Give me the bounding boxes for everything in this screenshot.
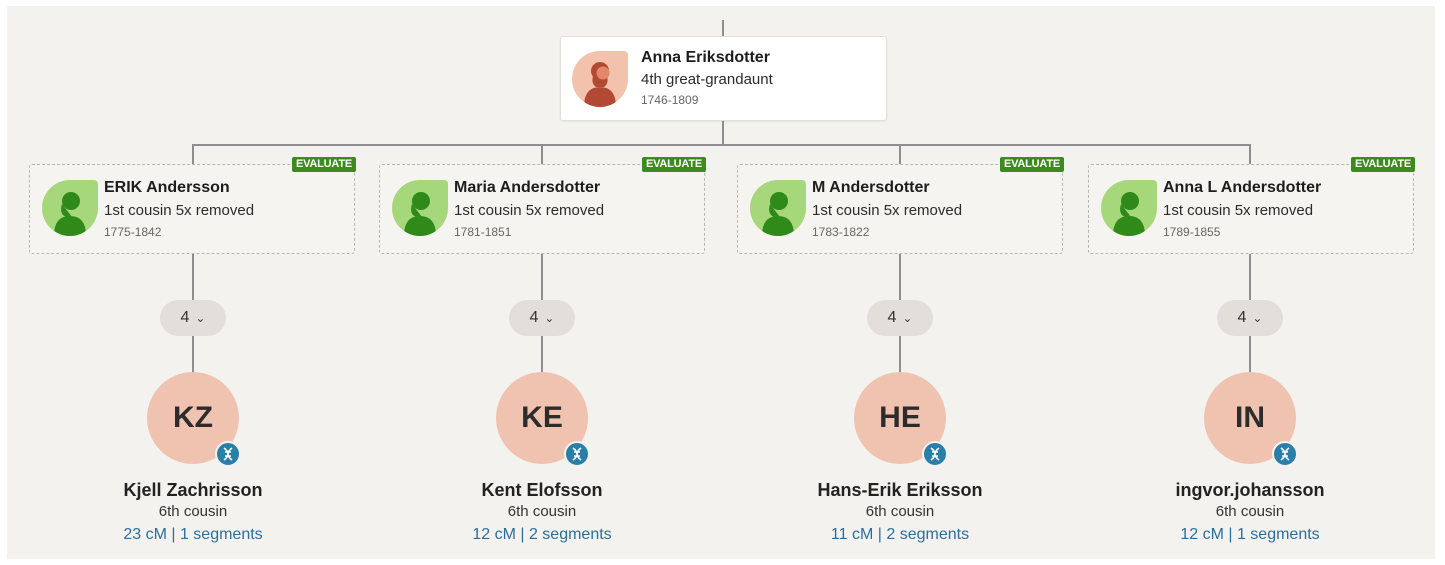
person-card-4[interactable]: Anna L Andersdotter 1st cousin 5x remove… (1088, 157, 1415, 254)
root-person-relationship: 4th great-grandaunt (641, 71, 773, 88)
shared-dna-link-2[interactable]: 12 cM | 2 segments (472, 526, 612, 543)
connector-drop-3 (899, 144, 901, 164)
dna-match-icon (564, 441, 590, 467)
shared-dna-link-4[interactable]: 12 cM | 1 segments (1180, 526, 1320, 543)
match-initials: KE (521, 401, 563, 434)
root-person-years: 1746-1809 (641, 93, 699, 107)
connector-root-down (722, 121, 724, 145)
person-name: Maria Andersdotter (454, 179, 601, 196)
descendant-count: 4 (1237, 309, 1247, 326)
chevron-down-icon: ⌄ (1252, 311, 1263, 325)
person-relationship: 1st cousin 5x removed (812, 202, 963, 219)
connector-drop-2 (541, 144, 543, 164)
descendant-count: 4 (887, 309, 897, 326)
match-relationship-1: 6th cousin (158, 503, 228, 520)
shared-dna-link-3[interactable]: 11 cM | 2 segments (830, 526, 970, 543)
descendant-count: 4 (529, 309, 539, 326)
connector-drop-4 (1249, 144, 1251, 164)
dna-match-icon (1272, 441, 1298, 467)
match-relationship-4: 6th cousin (1215, 503, 1285, 520)
chevron-down-icon: ⌄ (544, 311, 555, 325)
match-name-2[interactable]: Kent Elofsson (481, 480, 603, 500)
female-silhouette-icon (392, 180, 448, 236)
person-card-3[interactable]: M Andersdotter 1st cousin 5x removed 178… (737, 157, 1064, 254)
person-relationship: 1st cousin 5x removed (454, 202, 605, 219)
dna-match-icon (922, 441, 948, 467)
chevron-down-icon: ⌄ (195, 311, 206, 325)
match-name-1[interactable]: Kjell Zachrisson (123, 480, 263, 500)
root-person-name: Anna Eriksdotter (641, 49, 770, 66)
match-relationship-3: 6th cousin (865, 503, 935, 520)
connector-drop-1 (192, 144, 194, 164)
person-relationship: 1st cousin 5x removed (104, 202, 255, 219)
person-name: Anna L Andersdotter (1163, 179, 1322, 196)
match-avatar-3[interactable]: HE (854, 372, 946, 464)
person-years: 1775-1842 (104, 225, 162, 239)
root-person-card[interactable]: Anna Eriksdotter 4th great-grandaunt 174… (560, 36, 887, 121)
female-silhouette-icon (42, 180, 98, 236)
person-years: 1781-1851 (454, 225, 512, 239)
match-name-4[interactable]: ingvor.johansson (1175, 480, 1325, 500)
descendant-count: 4 (180, 309, 190, 326)
female-silhouette-icon (750, 180, 806, 236)
female-silhouette-icon (1101, 180, 1157, 236)
chevron-down-icon: ⌄ (902, 311, 913, 325)
evaluate-badge[interactable]: EVALUATE (641, 157, 706, 172)
female-silhouette-icon (572, 51, 628, 107)
descendant-count-toggle-1[interactable]: 4 ⌄ (160, 300, 226, 336)
evaluate-badge[interactable]: EVALUATE (291, 157, 356, 172)
dna-match-icon (215, 441, 241, 467)
evaluate-badge[interactable]: EVALUATE (999, 157, 1064, 172)
person-card-1[interactable]: ERIK Andersson 1st cousin 5x removed 177… (29, 157, 356, 254)
match-initials: KZ (173, 401, 213, 434)
descendant-count-toggle-3[interactable]: 4 ⌄ (867, 300, 933, 336)
evaluate-badge[interactable]: EVALUATE (1350, 157, 1415, 172)
person-name: ERIK Andersson (104, 179, 230, 196)
match-relationship-2: 6th cousin (507, 503, 577, 520)
connector-top (722, 20, 724, 36)
person-card-2[interactable]: Maria Andersdotter 1st cousin 5x removed… (379, 157, 706, 254)
shared-dna-link-1[interactable]: 23 cM | 1 segments (123, 526, 263, 543)
match-initials: IN (1235, 401, 1265, 434)
person-years: 1783-1822 (812, 225, 870, 239)
match-name-3[interactable]: Hans-Erik Eriksson (817, 480, 983, 500)
match-initials: HE (879, 401, 921, 434)
person-name: M Andersdotter (812, 179, 930, 196)
descendant-count-toggle-4[interactable]: 4 ⌄ (1217, 300, 1283, 336)
descendant-count-toggle-2[interactable]: 4 ⌄ (509, 300, 575, 336)
connector-horizontal (192, 144, 1251, 146)
person-relationship: 1st cousin 5x removed (1163, 202, 1314, 219)
person-years: 1789-1855 (1163, 225, 1221, 239)
